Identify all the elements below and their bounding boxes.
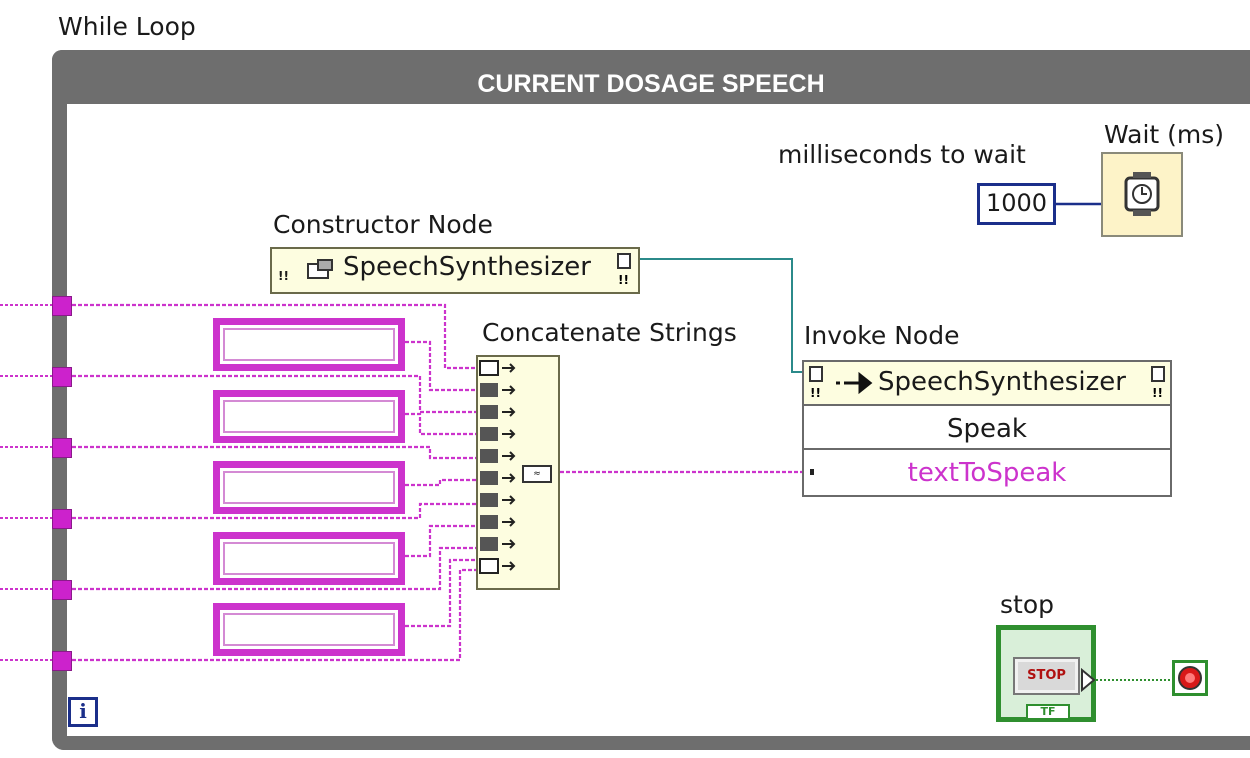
dotnet-constructor-icon — [307, 259, 333, 279]
concatenate-label: Concatenate Strings — [482, 318, 737, 347]
string-constant[interactable] — [213, 532, 405, 585]
svg-text:!!: !! — [618, 273, 629, 287]
string-constant[interactable] — [213, 603, 405, 656]
while-loop-label: While Loop — [58, 12, 196, 41]
stop-output-arrow-icon — [1081, 668, 1096, 692]
constructor-node[interactable] — [270, 247, 640, 294]
milliseconds-label: milliseconds to wait — [778, 140, 1026, 169]
concat-output-icon: ≈ — [522, 465, 552, 483]
string-constant[interactable] — [213, 390, 405, 443]
invoke-node-label: Invoke Node — [804, 321, 960, 350]
svg-text:!!: !! — [1152, 386, 1163, 400]
loop-title: CURRENT DOSAGE SPEECH — [477, 70, 825, 98]
tunnel[interactable] — [52, 580, 72, 600]
refnum-out-icon: !! — [617, 253, 631, 287]
tf-badge: TF — [1026, 704, 1070, 720]
watch-icon — [1124, 172, 1160, 216]
tunnel[interactable] — [52, 367, 72, 387]
tunnel[interactable] — [52, 651, 72, 671]
invoke-method[interactable]: Speak — [804, 408, 1170, 450]
string-constant[interactable] — [213, 318, 405, 371]
constructor-node-label: Constructor Node — [273, 210, 493, 239]
external-string-wires — [0, 304, 52, 661]
invoke-parameter[interactable]: textToSpeak — [907, 458, 1067, 488]
tunnel[interactable] — [52, 296, 72, 316]
info-i-icon[interactable]: i — [68, 697, 98, 727]
invoke-refnum-out-icon: !! — [1151, 366, 1165, 400]
invoke-refnum-arrow-icon: !! — [809, 366, 873, 400]
tunnel[interactable] — [52, 438, 72, 458]
constructor-class-name: SpeechSynthesizer — [343, 252, 591, 282]
refnum-wire — [640, 258, 806, 373]
invoke-class-name: SpeechSynthesizer — [878, 367, 1126, 397]
stop-button[interactable]: STOP — [1013, 657, 1080, 695]
parameter-input-icon — [810, 469, 814, 475]
concatenate-input-terminals — [479, 360, 516, 574]
string-wires — [72, 303, 806, 662]
stop-label: stop — [1000, 590, 1054, 619]
milliseconds-constant[interactable]: 1000 — [977, 183, 1056, 225]
wait-label: Wait (ms) — [1104, 120, 1225, 149]
tunnel[interactable] — [52, 509, 72, 529]
error-in-icon: !! — [278, 269, 289, 283]
svg-text:!!: !! — [810, 386, 821, 400]
stop-sign-icon — [1178, 666, 1202, 690]
string-constant[interactable] — [213, 461, 405, 514]
